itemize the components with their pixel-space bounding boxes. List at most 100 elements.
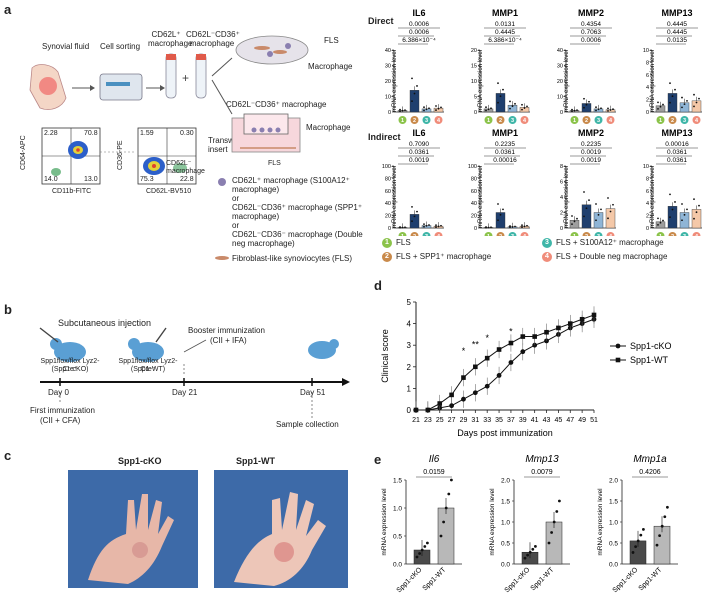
first-immunization2-label: (CII + CFA) xyxy=(40,416,81,425)
y-tick-label: 0.5 xyxy=(609,541,618,548)
data-point xyxy=(435,105,437,107)
y-tick-label: 6 xyxy=(646,189,649,195)
group-marker-label: 3 xyxy=(511,234,514,236)
chart-title: Mmp13 xyxy=(525,454,559,465)
significance-mark: ** xyxy=(472,339,480,349)
data-point xyxy=(693,105,695,108)
group-marker-2 xyxy=(410,116,419,124)
data-point xyxy=(440,106,442,109)
significance-mark: * xyxy=(485,333,489,343)
panel-label-a: a xyxy=(4,2,12,17)
group-marker-label: 4 xyxy=(609,234,613,236)
y-tick-label: 20 xyxy=(471,48,477,54)
group-marker-label: 1 xyxy=(487,118,490,124)
data-point xyxy=(695,211,698,214)
group-marker-1 xyxy=(398,232,407,236)
data-point xyxy=(425,108,428,111)
group-marker-label: 4 xyxy=(437,118,441,124)
pvalue-label: 0.4354 xyxy=(581,21,601,28)
sorter-icon xyxy=(99,73,143,101)
panel-label-d: d xyxy=(374,278,382,293)
data-point xyxy=(423,225,425,228)
group-marker-label: 2 xyxy=(671,118,674,124)
group-marker-3 xyxy=(680,232,689,236)
data-point xyxy=(411,220,413,223)
flow2-xlabel: CD62L-BV510 xyxy=(146,188,192,195)
x-tick-label: 47 xyxy=(566,417,574,424)
data-point xyxy=(499,95,502,98)
data-point xyxy=(523,225,526,228)
x-tick-label: 35 xyxy=(495,417,503,424)
data-point xyxy=(612,108,614,111)
y-tick-label: 0.5 xyxy=(393,534,402,541)
data-point xyxy=(681,203,683,205)
group-marker-4 xyxy=(606,116,615,124)
group-marker-label: 4 xyxy=(437,234,441,236)
data-point xyxy=(509,225,511,227)
group-marker-label: 2 xyxy=(413,118,416,124)
y-tick-label: 30 xyxy=(385,64,391,70)
x-tick-label: Spp1-cKO xyxy=(504,566,532,594)
data-point xyxy=(669,193,671,196)
data-point xyxy=(669,82,671,85)
y-axis-label: mRNA expression level xyxy=(381,488,388,556)
x-tick-label: 29 xyxy=(460,417,468,424)
data-point xyxy=(411,100,413,103)
data-point xyxy=(671,208,674,211)
y-tick-label: 4 xyxy=(646,85,649,91)
chart-title: Mmp1a xyxy=(633,454,667,465)
flow2-q-bl: 75.3 xyxy=(140,176,154,183)
y-axis-label: mRNA expression level xyxy=(650,166,656,228)
data-point xyxy=(485,106,487,109)
pvalue-label: 0.0361 xyxy=(409,149,429,156)
y-tick-label: 20 xyxy=(385,214,391,220)
data-point xyxy=(657,217,659,220)
data-point xyxy=(657,101,659,104)
data-point xyxy=(693,217,695,220)
mouse1b-label: (Spp1-cKO) xyxy=(51,366,89,373)
data-point xyxy=(686,208,688,211)
group-marker-label: 1 xyxy=(487,234,490,236)
mouse-icon-wt xyxy=(128,327,167,362)
y-tick-label: 2.0 xyxy=(609,478,618,485)
fls-label: FLS xyxy=(324,36,339,45)
pvalue-label: 0.4445 xyxy=(667,29,687,36)
pvalue-label: 0.0006 xyxy=(581,37,601,44)
y-tick-label: 20 xyxy=(385,79,391,85)
x-tick-label: 25 xyxy=(436,417,444,424)
legend-line-6: Fibroblast-like synoviocytes (FLS) xyxy=(232,254,353,263)
legend-label-Spp1-WT: Spp1-WT xyxy=(630,355,669,365)
point-Spp1-WT xyxy=(520,334,526,339)
pvalue-label: 0.0159 xyxy=(423,469,445,476)
y-tick-label: 40 xyxy=(385,48,391,54)
chart-title: MMP2 xyxy=(578,128,604,138)
group-marker-2 xyxy=(668,116,677,124)
y-tick-label: 0 xyxy=(646,110,649,116)
data-point xyxy=(693,198,695,201)
flow2-gate-label: CD62L⁻ macrophage xyxy=(166,160,205,175)
group-legend-circle: 2 xyxy=(382,252,392,262)
transwell-top-label: CD62L⁻CD36⁺ macrophage xyxy=(226,100,327,109)
data-point xyxy=(514,225,516,228)
point-Spp1-cKO xyxy=(532,342,538,348)
group-marker-1 xyxy=(398,116,407,124)
data-point xyxy=(442,520,445,524)
data-point xyxy=(509,226,511,229)
group-marker-3 xyxy=(594,116,603,124)
y-tick-label: 1.0 xyxy=(609,520,618,527)
data-point xyxy=(428,107,430,110)
data-point xyxy=(659,221,662,224)
day0-label: Day 0 xyxy=(48,388,69,397)
group-legend-circle: 1 xyxy=(382,238,392,248)
data-point xyxy=(571,223,573,226)
group-marker-label: 3 xyxy=(683,234,686,236)
x-tick-label: 45 xyxy=(555,417,563,424)
chart-title: MMP13 xyxy=(661,128,692,138)
y-tick-label: 6 xyxy=(646,73,649,79)
x-tick-label: Spp1-cKO xyxy=(396,566,424,594)
data-point xyxy=(411,77,413,80)
